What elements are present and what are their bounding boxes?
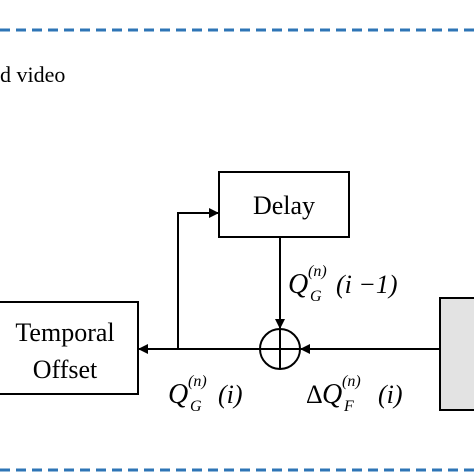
signal-label-current: Q G (n) (i) (168, 373, 243, 415)
svg-text:Q: Q (288, 269, 308, 300)
right-block (439, 297, 474, 411)
svg-text:(i): (i) (378, 380, 403, 409)
temporal-offset-label-line2: Offset (33, 355, 98, 384)
svg-text:G: G (310, 288, 322, 305)
svg-text:(i): (i) (218, 380, 243, 409)
feedback-line (177, 208, 219, 349)
svg-text:Q: Q (322, 379, 342, 410)
svg-text:(n): (n) (188, 373, 207, 390)
temporal-offset-block (0, 301, 139, 395)
svg-text:(n): (n) (342, 373, 361, 390)
svg-text:Q: Q (168, 379, 188, 410)
signal-label-delayed: Q G (n) (i −1) (288, 263, 398, 305)
svg-text:(n): (n) (308, 263, 327, 280)
delay-label: Delay (253, 191, 315, 220)
temporal-offset-label-line1: Temporal (15, 318, 114, 347)
header-partial-text: d video (0, 62, 65, 87)
svg-text:(i −1): (i −1) (336, 270, 398, 299)
delay-block (218, 171, 350, 238)
signal-label-delta: Δ Q F (n) (i) (306, 373, 403, 415)
svg-text:F: F (343, 398, 354, 415)
svg-text:G: G (190, 398, 202, 415)
svg-text:Δ: Δ (306, 380, 323, 409)
